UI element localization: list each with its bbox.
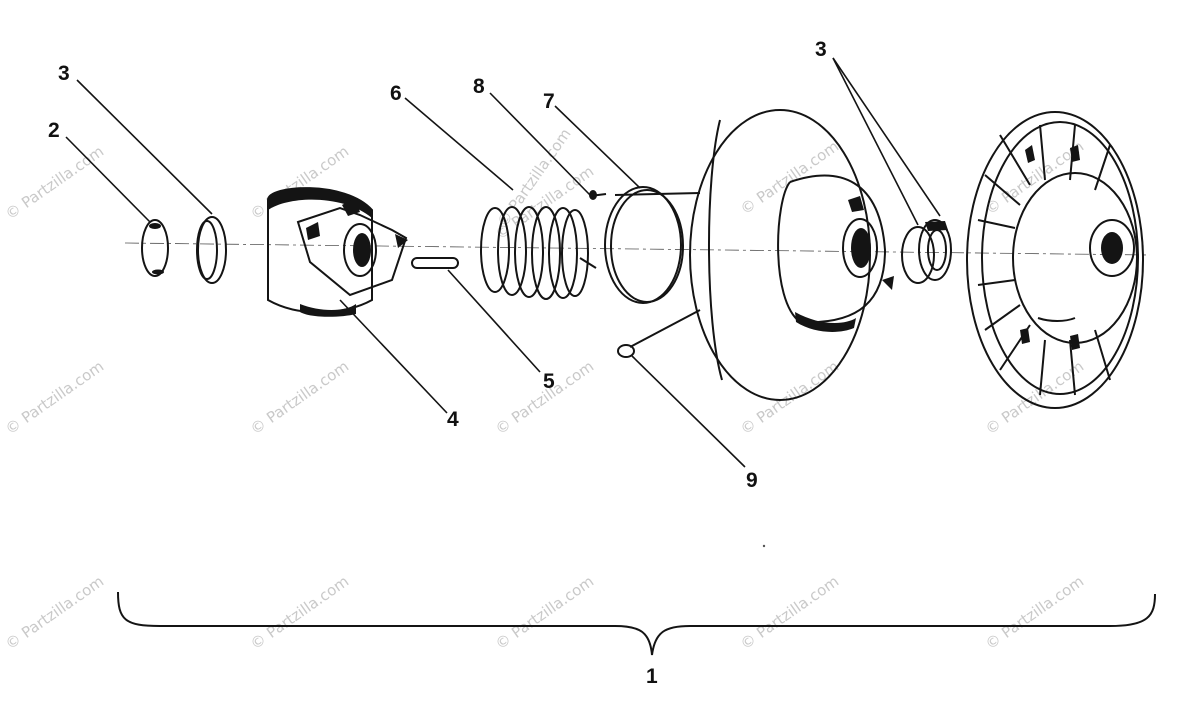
callout-2: 2	[48, 119, 60, 142]
callout-labels: 1 2 3 3 4 5 6 7 8 9	[48, 38, 827, 688]
leader-5	[447, 269, 541, 373]
callout-3-right: 3	[815, 38, 827, 61]
leader-4	[339, 299, 448, 414]
fixed-sheave	[966, 111, 1144, 409]
watermark: © Partzilla.com	[492, 572, 597, 653]
leader-3-right-a	[832, 57, 919, 226]
moveable-sheave	[689, 109, 894, 401]
callout-6: 6	[390, 82, 402, 105]
part-5-pin	[411, 257, 459, 269]
watermark: © Partzilla.com	[982, 357, 1087, 438]
part-3-bushing-right	[901, 219, 952, 284]
leader-2	[65, 136, 151, 223]
callout-5: 5	[543, 370, 555, 393]
part-9-screw	[617, 309, 701, 358]
watermark: © Partzilla.com	[247, 572, 352, 653]
callout-8: 8	[473, 75, 485, 98]
part-2-retaining-ring	[141, 219, 169, 277]
callout-1: 1	[646, 665, 658, 688]
callout-4: 4	[447, 408, 459, 431]
watermark: © Partzilla.com	[737, 572, 842, 653]
part-7-ring	[604, 186, 701, 304]
watermark: © Partzilla.com	[247, 142, 352, 223]
watermark: © Partzilla.com	[982, 572, 1087, 653]
leader-3-right-b	[832, 57, 941, 217]
part-8-rivet	[589, 190, 607, 200]
callout-9: 9	[746, 469, 758, 492]
leader-lines	[65, 57, 941, 468]
leader-9	[631, 355, 746, 468]
center-axis-line	[124, 242, 1151, 256]
part-3-washer-left	[196, 216, 227, 284]
part-6-spring	[480, 206, 597, 300]
callout-7: 7	[543, 90, 555, 113]
watermark: © Partzilla.com	[737, 357, 842, 438]
assembly-bracket	[117, 591, 1156, 656]
watermark: © Partzilla.com	[2, 142, 107, 223]
watermark: © Partzilla.com	[247, 357, 352, 438]
part-4-cam	[267, 187, 408, 317]
print-speck	[762, 544, 766, 548]
callout-3-left: 3	[58, 62, 70, 85]
watermark: © Partzilla.com	[737, 137, 842, 218]
leader-6	[404, 97, 514, 191]
leader-3-left	[76, 79, 213, 215]
leader-7	[554, 105, 641, 189]
watermark: © Partzilla.com	[2, 572, 107, 653]
leader-8	[489, 92, 591, 196]
watermark: © Partzilla.com	[2, 357, 107, 438]
